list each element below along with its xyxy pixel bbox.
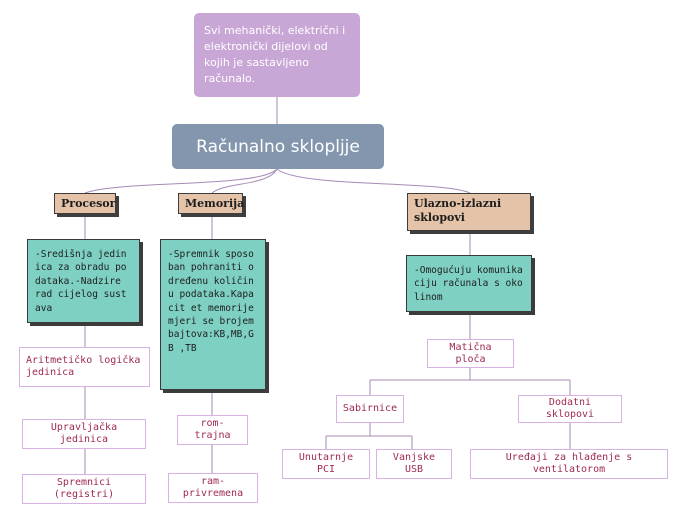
note-memorija: -Spremnik sposoban pohraniti određenu ko…: [160, 239, 266, 390]
leaf-uredaji-za-hladenje[interactable]: Uređaji za hlađenje s ventilatorom: [470, 449, 668, 479]
connector-root-procesor: [84, 168, 278, 194]
leaf-maticna-ploca[interactable]: Matična ploča: [427, 339, 514, 368]
leaf-rom-trajna[interactable]: rom-trajna: [177, 415, 248, 445]
leaf-dodatni-sklopovi[interactable]: Dodatni sklopovi: [518, 395, 622, 423]
connector-root-memorija: [211, 168, 278, 194]
connector-sabirnice-split: [325, 423, 413, 449]
leaf-upravljacka-jedinica[interactable]: Upravljačka jedinica: [22, 419, 146, 449]
category-procesor[interactable]: Procesor: [54, 193, 116, 214]
leaf-aritmeticko-logicka-jedinica[interactable]: Aritmetičko logička jedinica: [19, 347, 150, 387]
root-topic[interactable]: Računalno sklopljje: [172, 124, 384, 169]
category-memorija[interactable]: Memorija: [178, 193, 244, 214]
note-procesor: -Središnja jedinica za obradu podataka.-…: [27, 239, 140, 323]
leaf-spremnici-registri[interactable]: Spremnici (registri): [22, 474, 146, 504]
leaf-ram-privremena[interactable]: ram-privremena: [168, 473, 258, 503]
leaf-unutarnje-pci[interactable]: Unutarnje PCI: [282, 449, 370, 479]
definition-note: Svi mehanički, električni i elektronički…: [194, 13, 360, 97]
connector-maticna-split: [369, 368, 571, 395]
category-ulazno-izlazni-sklopovi[interactable]: Ulazno-izlazni sklopovi: [407, 193, 531, 231]
note-ulazno-izlazni: -Omogućuju komunikaciju računala s okoli…: [406, 255, 532, 312]
leaf-vanjske-usb[interactable]: Vanjske USB: [376, 449, 452, 479]
connector-root-io: [276, 168, 471, 194]
leaf-sabirnice[interactable]: Sabirnice: [336, 395, 404, 423]
